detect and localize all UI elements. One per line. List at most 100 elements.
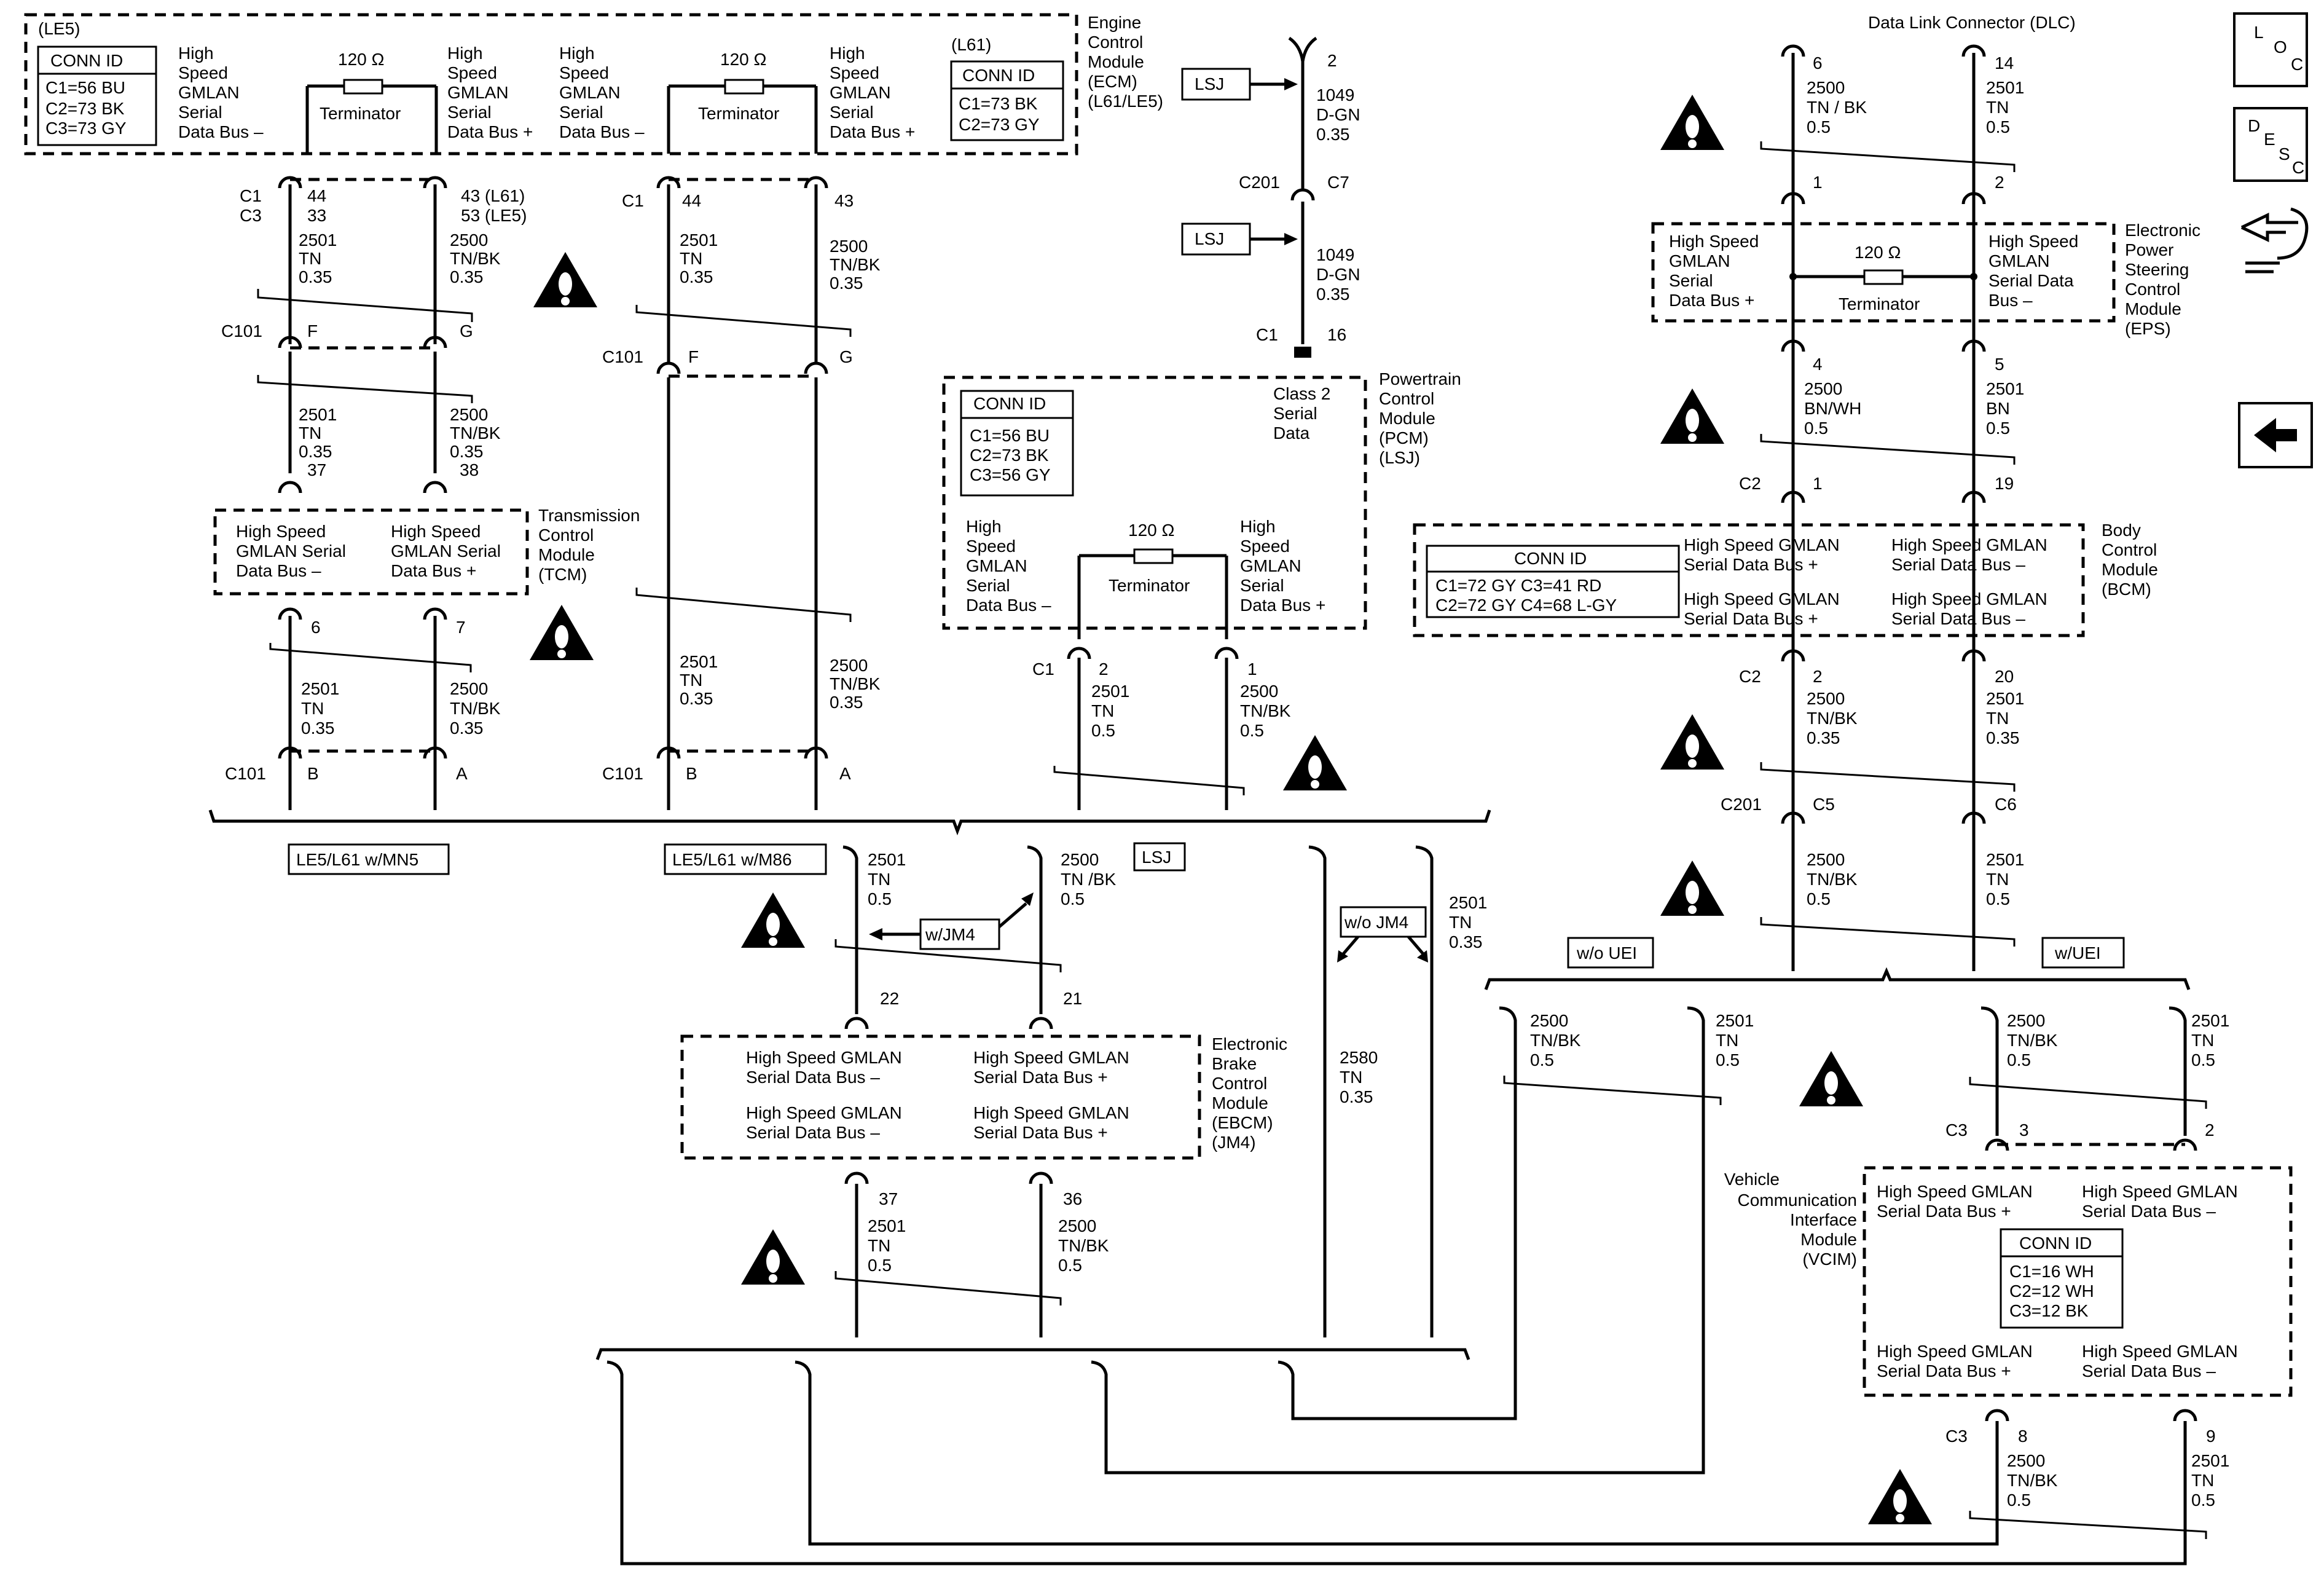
svg-text:TN/BK: TN/BK <box>1807 870 1858 889</box>
svg-text:C101: C101 <box>602 347 643 366</box>
svg-text:C2: C2 <box>1739 474 1761 493</box>
svg-text:Brake: Brake <box>1212 1054 1257 1073</box>
svg-text:GMLAN: GMLAN <box>966 556 1027 575</box>
svg-text:1049: 1049 <box>1316 245 1354 264</box>
svg-text:High Speed: High Speed <box>1988 232 2078 251</box>
option-mn5-label: LE5/L61 w/MN5 <box>296 850 418 869</box>
svg-text:Speed: Speed <box>966 537 1016 556</box>
svg-text:0.5: 0.5 <box>1058 1256 1082 1275</box>
svg-text:38: 38 <box>460 460 479 479</box>
svg-text:2: 2 <box>1327 51 1337 70</box>
svg-text:44: 44 <box>682 191 701 210</box>
svg-text:Data Bus –: Data Bus – <box>559 122 645 141</box>
back-arrow-button[interactable] <box>2238 402 2313 468</box>
svg-text:Module: Module <box>1800 1230 1857 1249</box>
svg-text:2501: 2501 <box>1986 78 2024 97</box>
svg-text:Data Bus +: Data Bus + <box>391 561 476 580</box>
svg-text:(PCM): (PCM) <box>1379 428 1429 447</box>
l61-tag: (L61) <box>951 35 991 54</box>
svg-text:1: 1 <box>1813 173 1823 192</box>
svg-text:1: 1 <box>1813 474 1823 493</box>
svg-text:CONN ID: CONN ID <box>1514 549 1587 568</box>
svg-text:Terminator: Terminator <box>1109 576 1190 595</box>
svg-text:(EPS): (EPS) <box>2125 319 2171 338</box>
svg-text:CONN ID: CONN ID <box>50 51 123 70</box>
svg-text:22: 22 <box>880 989 899 1008</box>
svg-text:Serial Data Bus –: Serial Data Bus – <box>2082 1202 2216 1221</box>
svg-text:21: 21 <box>1063 989 1082 1008</box>
svg-text:TN: TN <box>1986 709 2009 728</box>
svg-text:2501: 2501 <box>299 230 337 250</box>
svg-text:120 Ω: 120 Ω <box>1128 521 1174 540</box>
svg-text:0.5: 0.5 <box>868 889 892 908</box>
svg-text:CONN ID: CONN ID <box>962 66 1035 85</box>
svg-text:Serial Data Bus –: Serial Data Bus – <box>2082 1361 2216 1380</box>
svg-text:D-GN: D-GN <box>1316 105 1360 124</box>
svg-text:8: 8 <box>2018 1427 2028 1446</box>
svg-text:0.35: 0.35 <box>1316 285 1350 304</box>
svg-text:2500: 2500 <box>1530 1011 1568 1030</box>
svg-text:2501: 2501 <box>1716 1011 1754 1030</box>
svg-text:C5: C5 <box>1813 795 1835 814</box>
svg-text:2500: 2500 <box>1807 689 1845 708</box>
svg-text:B: B <box>307 764 319 783</box>
dlc-title: Data Link Connector (DLC) <box>1868 13 2076 32</box>
svg-text:2500: 2500 <box>2007 1011 2045 1030</box>
svg-text:Data Bus –: Data Bus – <box>178 122 264 141</box>
svg-text:(VCIM): (VCIM) <box>1802 1250 1857 1269</box>
svg-text:(L61/LE5): (L61/LE5) <box>1088 92 1163 111</box>
svg-text:A: A <box>839 764 851 783</box>
svg-text:Speed: Speed <box>447 63 497 82</box>
svg-text:2580: 2580 <box>1340 1048 1378 1067</box>
svg-text:GMLAN: GMLAN <box>1669 251 1730 270</box>
steering-icon[interactable] <box>2240 207 2309 274</box>
svg-text:0.5: 0.5 <box>1807 889 1831 908</box>
svg-text:TN/BK: TN/BK <box>830 674 881 693</box>
svg-text:Control: Control <box>1379 389 1434 408</box>
svg-text:2501: 2501 <box>680 230 718 250</box>
desc-button[interactable]: D E S C <box>2233 107 2308 182</box>
svg-text:High Speed: High Speed <box>236 522 326 541</box>
option-wo-uei-label: w/o UEI <box>1576 943 1637 963</box>
svg-text:C1: C1 <box>240 186 262 205</box>
svg-text:2: 2 <box>1813 667 1823 686</box>
svg-text:0.5: 0.5 <box>1807 117 1831 136</box>
svg-text:9: 9 <box>2206 1427 2216 1446</box>
svg-text:C3: C3 <box>1945 1120 1968 1140</box>
svg-text:C1: C1 <box>622 191 644 210</box>
loc-button[interactable]: L O C <box>2233 12 2308 87</box>
svg-text:4: 4 <box>1813 355 1823 374</box>
svg-text:TN: TN <box>1716 1031 1738 1050</box>
svg-text:C1=72 GY C3=41 RD: C1=72 GY C3=41 RD <box>1435 576 1601 595</box>
svg-text:0.35: 0.35 <box>301 719 335 738</box>
svg-text:GMLAN: GMLAN <box>1988 251 2050 270</box>
svg-text:Control: Control <box>538 526 594 545</box>
svg-text:Power: Power <box>2125 240 2173 259</box>
svg-text:2500: 2500 <box>450 679 488 698</box>
svg-text:High: High <box>1240 517 1276 536</box>
svg-text:2500: 2500 <box>450 230 488 250</box>
svg-text:High Speed: High Speed <box>1669 232 1759 251</box>
svg-text:Module: Module <box>2102 560 2158 579</box>
svg-text:36: 36 <box>1063 1189 1082 1208</box>
svg-text:6: 6 <box>1813 53 1823 73</box>
svg-text:TN/BK: TN/BK <box>1530 1031 1581 1050</box>
svg-text:D-GN: D-GN <box>1316 265 1360 284</box>
svg-text:2501: 2501 <box>1986 379 2024 398</box>
svg-text:Serial: Serial <box>830 103 874 122</box>
svg-text:C1=16 WH: C1=16 WH <box>2009 1262 2094 1281</box>
svg-text:Control: Control <box>2125 280 2180 299</box>
svg-text:C: C <box>2291 55 2303 74</box>
svg-text:2: 2 <box>1099 660 1109 679</box>
svg-text:Module: Module <box>1212 1093 1268 1112</box>
svg-text:LSJ: LSJ <box>1195 74 1224 93</box>
svg-text:37: 37 <box>307 460 326 479</box>
svg-text:0.5: 0.5 <box>2007 1050 2031 1069</box>
svg-text:TN/BK: TN/BK <box>2007 1031 2058 1050</box>
svg-text:2500: 2500 <box>1058 1216 1096 1235</box>
svg-text:Terminator: Terminator <box>1839 294 1920 313</box>
